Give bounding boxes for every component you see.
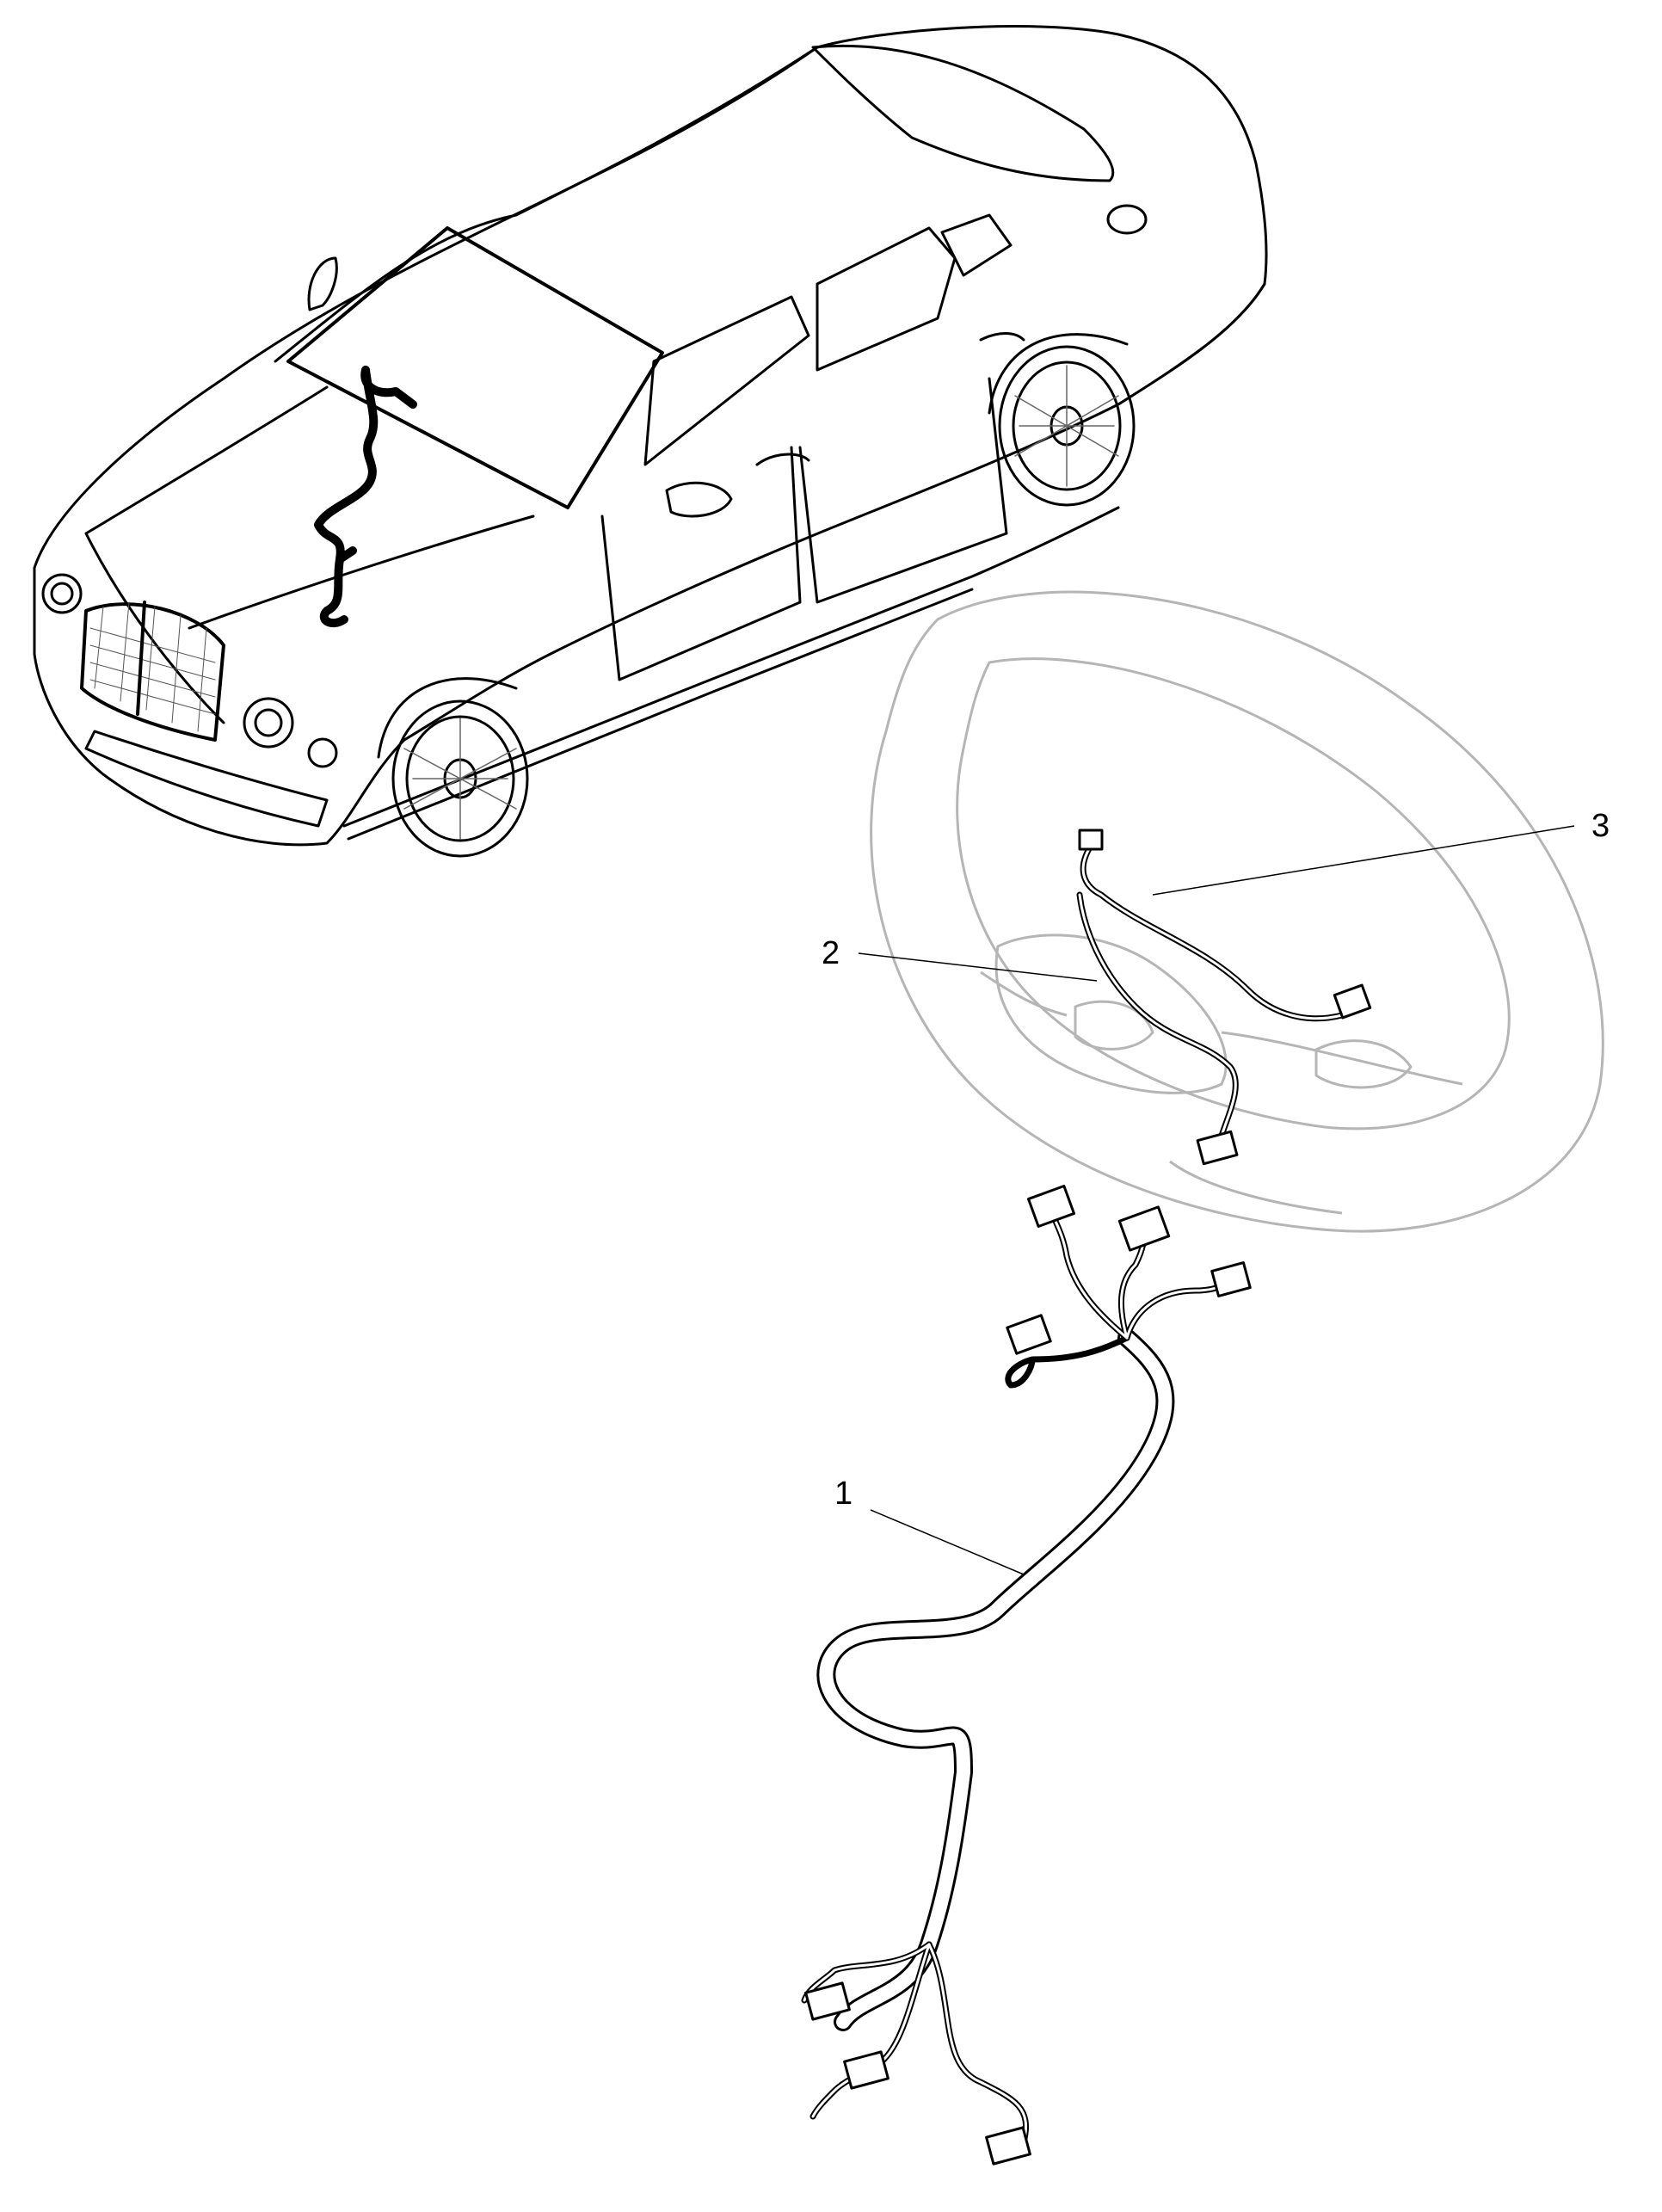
connector-top-b: [1117, 1205, 1171, 1252]
front-grille: [80, 602, 225, 742]
fuel-cap: [1106, 204, 1148, 235]
steering-column: [1169, 1160, 1343, 1215]
steering-hub: [994, 933, 1228, 1094]
headlight-left-inner: [50, 582, 74, 606]
harness-top-branches: [1005, 1201, 1234, 1389]
fog-light-right: [307, 737, 338, 768]
sill-line-2: [347, 588, 974, 841]
callout-label-3: 3: [1591, 808, 1610, 844]
connector-top-c: [1210, 1261, 1252, 1297]
door-handle-rear: [979, 332, 1025, 342]
connector-top-d: [1006, 1314, 1052, 1355]
windscreen: [286, 226, 664, 509]
car-illustration: [33, 25, 1268, 858]
callout-label-2: 2: [822, 935, 840, 971]
lower-intake: [84, 730, 329, 828]
grille-divider: [136, 601, 146, 716]
harness-3-connector: [1333, 983, 1372, 1020]
front-door: [600, 446, 802, 681]
rear-door: [798, 377, 1008, 604]
roof-line: [274, 46, 819, 363]
steering-spoke-left: [980, 970, 1068, 1017]
harness-top-connectors: [1006, 1185, 1252, 1355]
leader-line-2: [858, 952, 1098, 982]
harness-2-connector: [1196, 1130, 1239, 1166]
rear-quarter-window: [940, 213, 1013, 277]
connector-bottom-b: [843, 2050, 889, 2090]
callouts: 1 2 3: [822, 808, 1610, 1575]
connector-bottom-a: [804, 1981, 851, 2021]
hood-crease: [84, 385, 329, 724]
main-harness: [801, 1185, 1252, 2166]
rear-wheel-arch: [988, 333, 1129, 415]
rear-wheel: [998, 345, 1136, 507]
grille-mesh: [89, 601, 216, 732]
front-side-window: [643, 295, 810, 466]
front-wheel: [391, 699, 529, 858]
steering-rim-outer: [870, 590, 1604, 1233]
steering-button-right: [1314, 1039, 1413, 1089]
antenna-mirror: [307, 256, 338, 311]
headlight-right: [243, 697, 294, 749]
side-mirror: [665, 481, 733, 518]
rear-window: [811, 44, 1115, 182]
main-harness-trunk-outline: [816, 1328, 1175, 2031]
car-harness-highlight: [314, 366, 417, 628]
steering-wheel-ghost: [870, 590, 1604, 1233]
callout-label-1: 1: [834, 1476, 853, 1512]
sill-line: [342, 506, 1120, 828]
rear-side-window: [816, 226, 957, 372]
door-handle-front: [755, 453, 810, 466]
connector-bottom-c: [985, 2126, 1031, 2166]
leader-line-1: [870, 1509, 1025, 1575]
front-wheel-arch: [377, 677, 518, 759]
rear-bumper: [1117, 282, 1266, 406]
hood-edge: [188, 514, 535, 630]
steering-button-left: [1074, 1000, 1154, 1051]
headlight-right-inner: [254, 708, 283, 737]
harness-bottom-connectors: [804, 1981, 1031, 2166]
leader-line-3: [1152, 825, 1575, 896]
headlight-left: [41, 573, 83, 614]
connector-top-a: [1027, 1185, 1075, 1228]
harness-top-connector: [1078, 829, 1104, 851]
steering-rim-inner: [956, 657, 1511, 1131]
steering-harness: [1076, 829, 1372, 1166]
steering-spoke-right: [1221, 1031, 1463, 1086]
